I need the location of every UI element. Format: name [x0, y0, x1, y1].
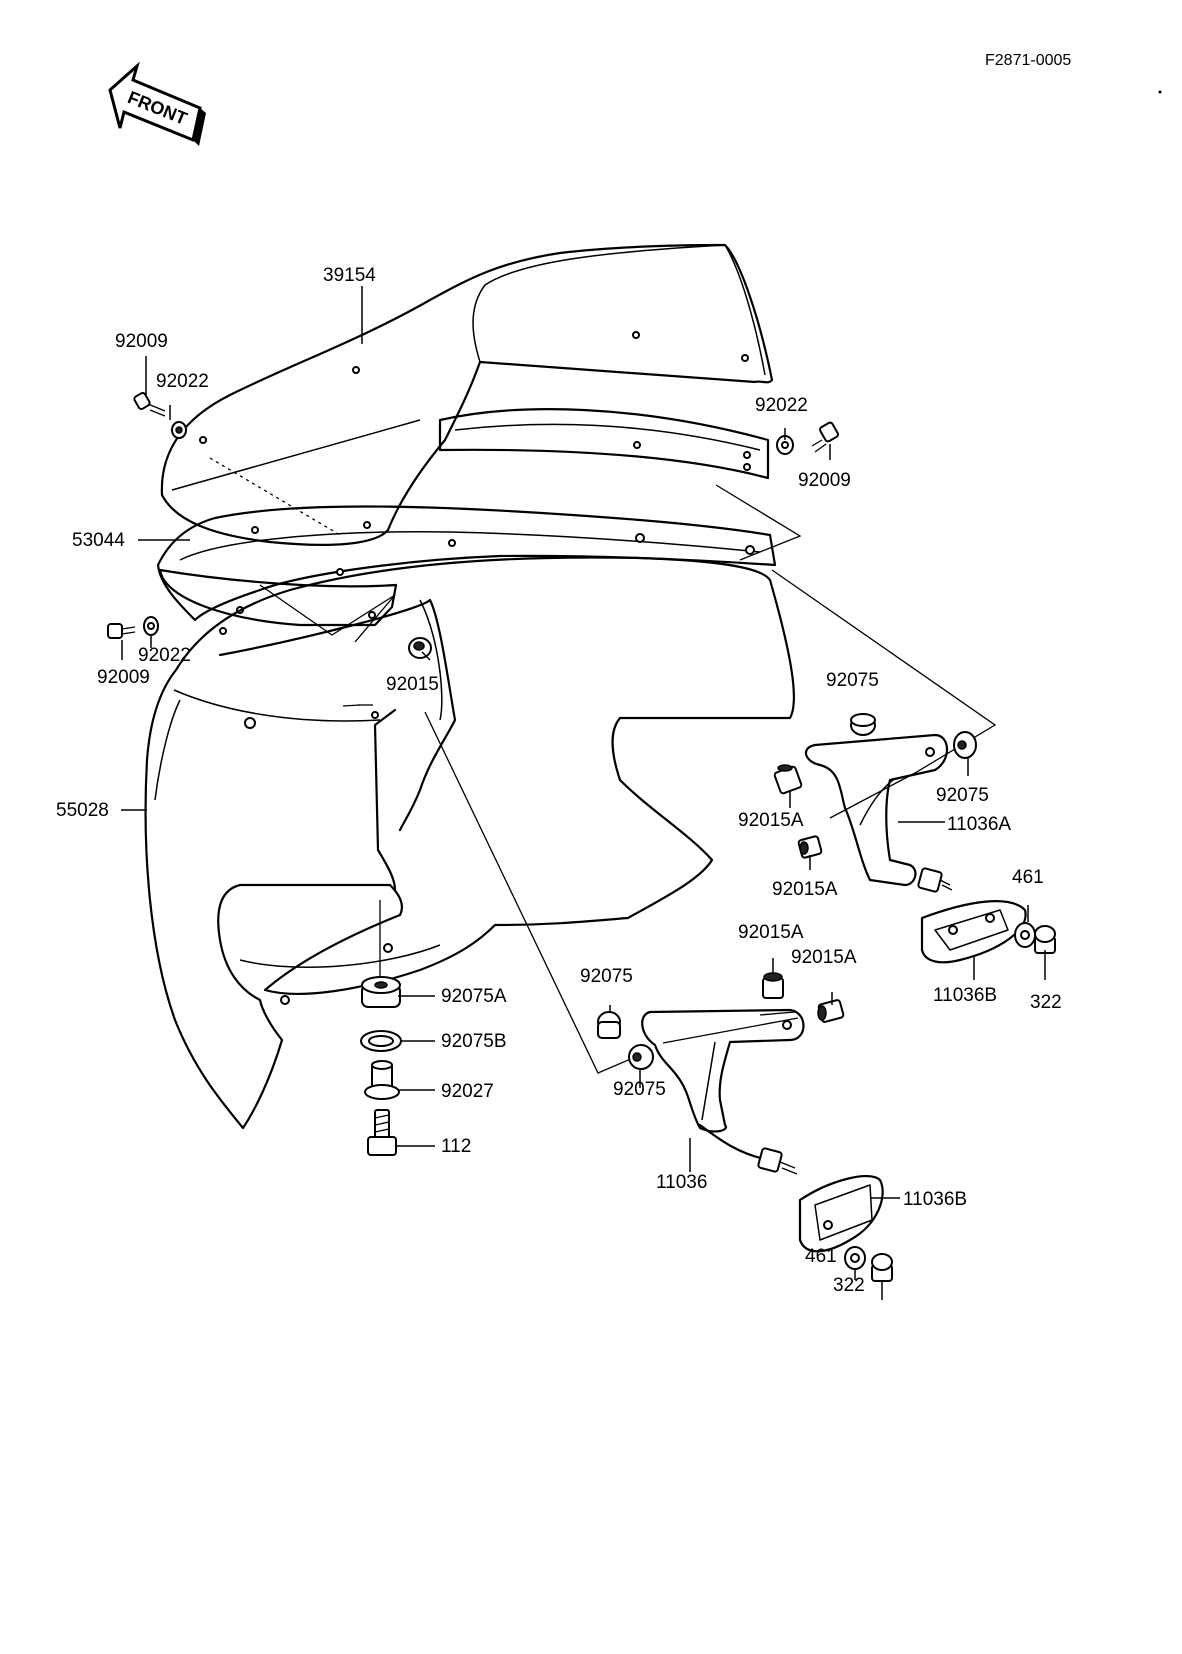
washer-461-lower — [844, 1246, 866, 1270]
nut-92015A-upper — [773, 764, 803, 795]
front-arrow-icon: FRONT — [108, 61, 206, 146]
label-92022-top-left: 92022 — [156, 371, 209, 392]
plate-11036B-upper — [920, 900, 1027, 964]
label-11036B-lower: 11036B — [903, 1189, 967, 1210]
label-92009-top-left: 92009 — [115, 331, 168, 352]
windshield-39154 — [160, 243, 774, 546]
label-92075-low2: 92075 — [613, 1079, 666, 1100]
nut-92015A-mid — [797, 835, 823, 859]
screw-92009-right — [811, 421, 839, 453]
label-322-lower: 322 — [833, 1275, 865, 1296]
label-92022-right: 92022 — [755, 395, 808, 416]
label-92015A-low1: 92015A — [738, 922, 804, 943]
grommet-92075-low2 — [628, 1044, 654, 1070]
label-11036: 11036 — [656, 1172, 707, 1193]
label-11036B-upper: 11036B — [933, 985, 997, 1006]
label-53044: 53044 — [72, 530, 125, 551]
bolt-112 — [367, 1109, 397, 1156]
nut-92015A-low1 — [762, 972, 784, 999]
grommet-92015 — [408, 637, 432, 659]
washer-92022-mid-left — [143, 616, 159, 636]
label-92015A-mid: 92015A — [772, 879, 838, 900]
label-322-upper: 322 — [1030, 992, 1062, 1013]
grommet-92075A — [361, 976, 401, 1008]
washer-461-upper — [1014, 922, 1036, 948]
windshield-trim-strip — [438, 408, 770, 480]
grommet-92075-upper — [850, 713, 876, 736]
part-labels: 39154 92009 92022 92022 92009 53044 9202… — [56, 265, 1062, 1296]
screw-92009-top-left — [133, 392, 166, 417]
label-92009-right: 92009 — [798, 470, 851, 491]
label-92015A-low2: 92015A — [791, 947, 857, 968]
bracket-11036 — [641, 1008, 805, 1175]
label-92022-mid-left: 92022 — [138, 645, 191, 666]
label-92075A: 92075A — [441, 986, 507, 1007]
label-461-lower: 461 — [805, 1246, 837, 1267]
plate-11036B-lower — [798, 1175, 884, 1253]
bracket-11036A — [804, 733, 953, 893]
label-92075B: 92075B — [441, 1031, 507, 1052]
label-92075-upper: 92075 — [826, 670, 879, 691]
leader-lines — [121, 286, 1046, 1300]
label-461-upper: 461 — [1012, 867, 1044, 888]
grommet-92075-low1 — [597, 1011, 621, 1039]
stray-dot — [1158, 90, 1162, 94]
label-92075-right: 92075 — [936, 785, 989, 806]
label-92027: 92027 — [441, 1081, 494, 1102]
cowling-55028 — [144, 556, 795, 1130]
nut-92015A-low2 — [817, 999, 845, 1023]
ring-92075B — [360, 1030, 402, 1052]
label-92015: 92015 — [386, 674, 439, 695]
nut-322-lower — [871, 1253, 893, 1282]
label-39154: 39154 — [323, 265, 376, 286]
washer-92022-top-left — [171, 421, 187, 439]
label-112: 112 — [441, 1136, 471, 1157]
grommet-92075-right — [953, 731, 977, 759]
label-55028: 55028 — [56, 800, 109, 821]
label-92075-low1: 92075 — [580, 966, 633, 987]
collar-92027 — [364, 1060, 400, 1100]
screw-92009-mid-left — [107, 623, 136, 639]
trim-53044 — [156, 505, 777, 635]
nut-322-upper — [1034, 925, 1056, 954]
label-92009-mid-left: 92009 — [97, 667, 150, 688]
diagram-code: F2871-0005 — [985, 52, 1071, 69]
label-92015A-upper: 92015A — [738, 810, 804, 831]
label-11036A: 11036A — [947, 814, 1011, 835]
